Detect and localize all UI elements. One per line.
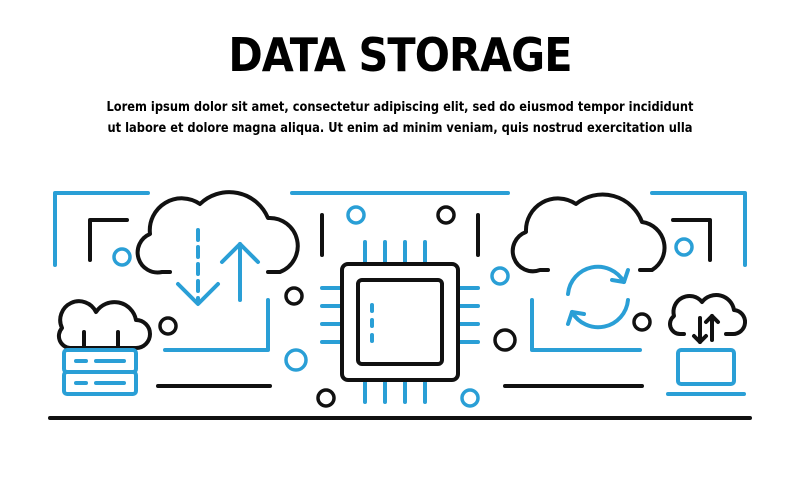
dot-circle xyxy=(674,237,694,257)
bracket-right xyxy=(671,218,712,262)
dot-circle xyxy=(284,286,304,306)
banner-title: DATA STORAGE xyxy=(228,28,572,82)
bracket-left xyxy=(88,218,129,262)
dot-circle xyxy=(460,388,480,408)
dot-circle xyxy=(632,312,652,332)
dot-circle xyxy=(436,205,456,225)
cloud-transfer-icon xyxy=(135,190,300,306)
corner-line-left-inner xyxy=(163,298,270,352)
corner-line-right xyxy=(650,191,747,267)
corner-line-left xyxy=(53,191,150,267)
banner-subtitle-line2: ut labore et dolore magna aliqua. Ut eni… xyxy=(107,121,693,136)
banner-subtitle-line1: Lorem ipsum dolor sit amet, consectetur … xyxy=(106,100,694,115)
dot-circle xyxy=(346,205,366,225)
dot-circle xyxy=(493,328,517,352)
server-cloud-icon xyxy=(56,299,152,396)
corner-line-right-inner xyxy=(530,298,642,352)
dot-circle xyxy=(112,247,132,267)
dot-circle xyxy=(316,388,336,408)
dot-circle xyxy=(284,348,308,372)
dot-circle xyxy=(490,266,510,286)
cloud-laptop-icon xyxy=(666,293,747,396)
decorative-circles xyxy=(112,205,694,408)
cpu-chip-icon xyxy=(320,240,480,404)
dot-circle xyxy=(158,316,178,336)
cloud-sync-icon xyxy=(510,192,667,330)
decorative-lines xyxy=(48,191,752,420)
